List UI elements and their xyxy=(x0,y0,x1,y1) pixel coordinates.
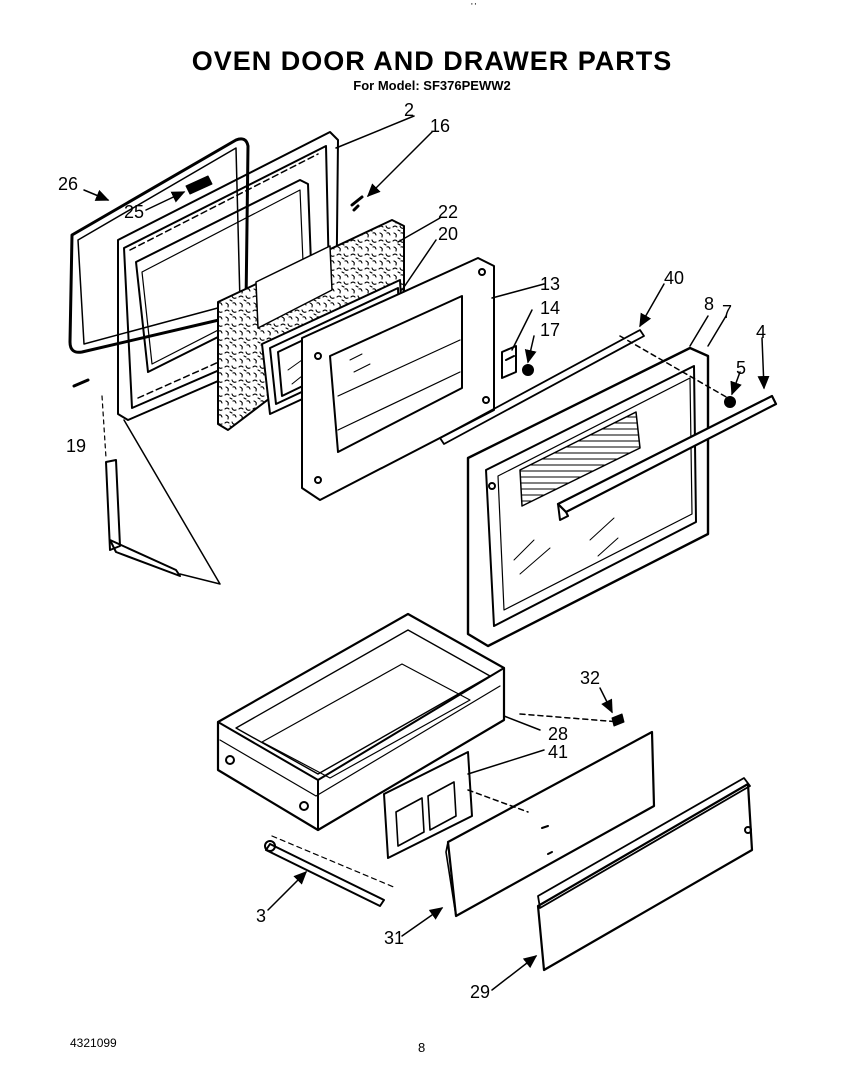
callout-29: 29 xyxy=(470,982,490,1002)
callout-20: 20 xyxy=(438,224,458,244)
part-17-nut xyxy=(522,364,534,376)
page-number: 8 xyxy=(418,1040,426,1055)
part-19-hinge-assembly xyxy=(72,378,221,585)
part-32-screw xyxy=(611,713,625,727)
callout-13: 13 xyxy=(540,274,560,294)
part-29-kick-panel xyxy=(536,777,754,972)
callout-7: 7 xyxy=(722,302,732,322)
callout-25: 25 xyxy=(124,202,144,222)
callout-4: 4 xyxy=(756,322,766,342)
callout-41: 41 xyxy=(548,742,568,762)
callout-5: 5 xyxy=(736,358,746,378)
part-14-hinge-bracket xyxy=(501,345,517,379)
callout-32: 32 xyxy=(580,668,600,688)
callout-14: 14 xyxy=(540,298,560,318)
part-5-screw xyxy=(724,396,736,408)
callout-28: 28 xyxy=(548,724,568,744)
part-31-drawer-front xyxy=(445,730,656,918)
part-40-vent-strip xyxy=(439,329,645,445)
part-16-screw xyxy=(350,195,364,212)
document-number: 4321099 xyxy=(70,1036,117,1050)
callout-26: 26 xyxy=(58,174,78,194)
callout-3: 3 xyxy=(256,906,266,926)
callout-40: 40 xyxy=(664,268,684,288)
callout-8: 8 xyxy=(704,294,714,314)
callout-31: 31 xyxy=(384,928,404,948)
callout-2: 2 xyxy=(404,100,414,120)
top-mark: ·· xyxy=(470,0,478,10)
part-41-drawer-vent xyxy=(383,751,473,859)
part-4-door-handle xyxy=(556,394,778,521)
part-3-drawer-slide xyxy=(264,835,397,907)
page-title: OVEN DOOR AND DRAWER PARTS xyxy=(191,46,673,76)
callout-19: 19 xyxy=(66,436,86,456)
part-28-storage-drawer xyxy=(216,612,506,832)
callout-22: 22 xyxy=(438,202,458,222)
callout-leader-lines xyxy=(83,115,770,991)
callout-17: 17 xyxy=(540,320,560,340)
part-13-inner-door-panel xyxy=(301,257,495,501)
part-25-clip xyxy=(185,175,213,195)
callout-16: 16 xyxy=(430,116,450,136)
model-subtitle: For Model: SF376PEWW2 xyxy=(353,78,511,93)
